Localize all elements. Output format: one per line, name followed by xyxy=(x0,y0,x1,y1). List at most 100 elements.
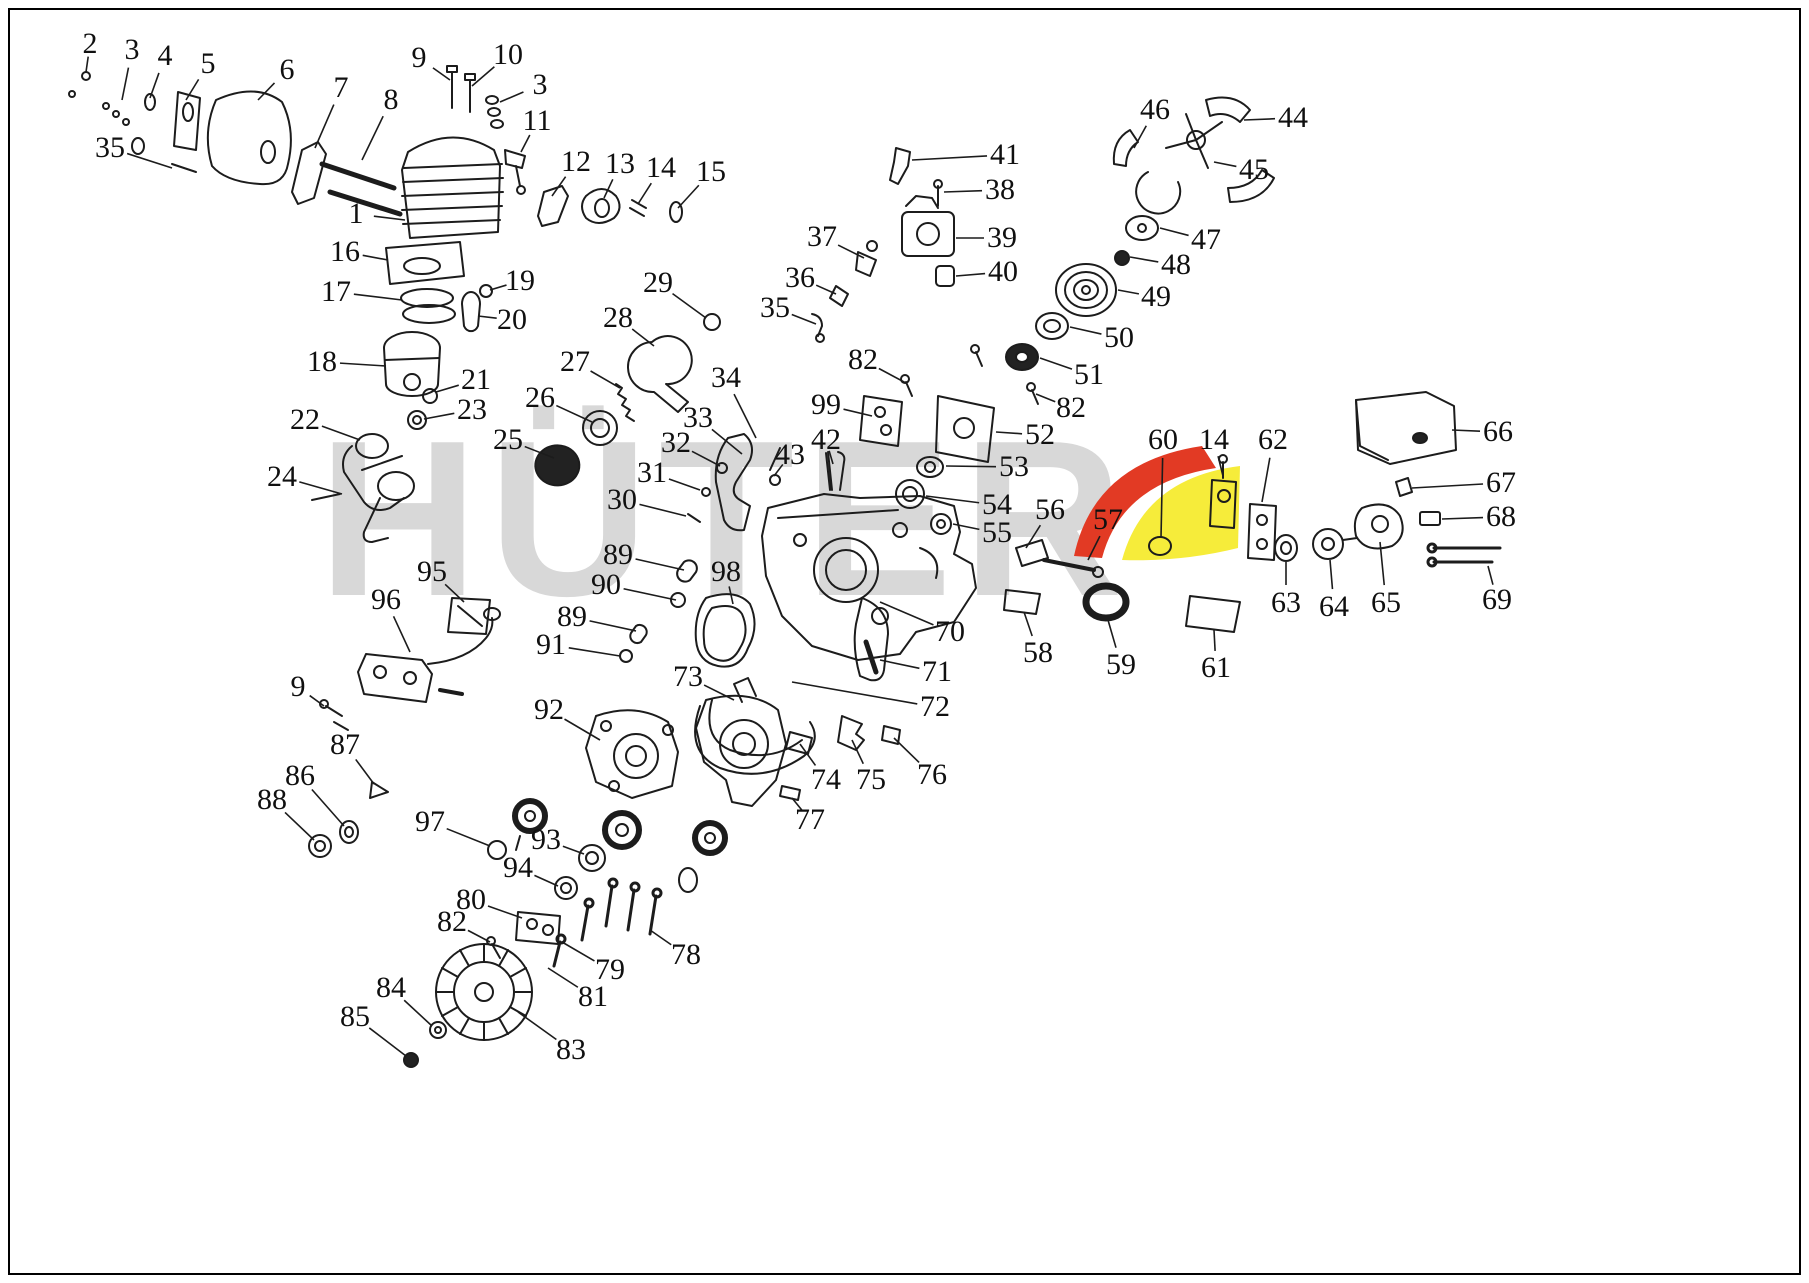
leader-line-7-5 xyxy=(314,104,335,149)
part-label-70-75: 70 xyxy=(935,615,965,648)
part-label-59-73: 59 xyxy=(1106,648,1136,681)
leader-line-14-63 xyxy=(1217,456,1224,477)
leader-line-15-16 xyxy=(677,184,700,209)
part-label-75-92: 75 xyxy=(856,763,886,796)
part-label-90-79: 90 xyxy=(591,568,621,601)
leader-line-35-11 xyxy=(126,152,173,169)
carburetor-assembly xyxy=(811,147,955,343)
part-label-44-54: 44 xyxy=(1278,101,1308,134)
bottom-fasteners xyxy=(486,877,663,968)
part-label-52-47: 52 xyxy=(1025,418,1055,451)
leader-line-48-57 xyxy=(1129,256,1159,263)
leader-line-78-100 xyxy=(649,929,672,946)
part-label-22-24: 22 xyxy=(290,403,320,436)
part-label-68-67: 68 xyxy=(1486,500,1516,533)
leader-line-44-54 xyxy=(1243,117,1276,121)
leader-line-93-96 xyxy=(562,845,585,855)
leader-line-40-44 xyxy=(955,272,986,277)
part-label-96-84: 96 xyxy=(371,583,401,616)
leader-line-85-104 xyxy=(368,1027,407,1057)
leader-line-26-27 xyxy=(556,404,593,423)
leader-line-94-97 xyxy=(534,874,559,887)
part-label-76-93: 76 xyxy=(917,758,947,791)
part-label-43-36: 43 xyxy=(775,438,805,471)
leader-line-88-89 xyxy=(284,811,315,841)
flywheel-group xyxy=(403,943,533,1068)
swoosh-yellow-shape xyxy=(1122,466,1240,561)
leader-line-3-9 xyxy=(499,91,524,103)
leader-line-9-7 xyxy=(432,67,451,81)
leader-line-56-51 xyxy=(1025,524,1042,549)
part-label-82-61: 82 xyxy=(1056,391,1086,424)
part-label-35-43: 35 xyxy=(760,291,790,324)
part-label-11-10: 11 xyxy=(522,104,552,137)
part-label-29-30: 29 xyxy=(643,266,673,299)
leader-line-43-36 xyxy=(773,463,784,477)
part-label-3-1: 3 xyxy=(124,33,140,66)
part-label-91-82: 91 xyxy=(536,628,566,661)
leader-line-14-15 xyxy=(637,182,652,205)
leader-line-27-28 xyxy=(590,370,621,389)
leader-line-77-94 xyxy=(791,797,803,811)
part-label-53-48: 53 xyxy=(999,450,1029,483)
leader-line-67-66 xyxy=(1411,483,1484,489)
part-label-73-86: 73 xyxy=(673,660,703,693)
leader-line-25-26 xyxy=(524,445,555,459)
leader-line-74-91 xyxy=(799,743,817,766)
part-label-21-22: 21 xyxy=(461,363,491,396)
part-label-83-105: 83 xyxy=(556,1033,586,1066)
leader-line-17-18 xyxy=(353,293,403,301)
leader-line-86-88 xyxy=(311,788,345,827)
leader-line-97-95 xyxy=(446,827,491,847)
bar-plates xyxy=(859,374,995,535)
leader-line-32-33 xyxy=(691,450,721,467)
part-label-31-34: 31 xyxy=(637,456,667,489)
leader-line-51-60 xyxy=(1039,357,1073,370)
part-label-77-94: 77 xyxy=(795,803,825,836)
part-label-47-56: 47 xyxy=(1191,223,1221,256)
leader-line-65-71 xyxy=(1379,541,1386,586)
leader-line-89-81 xyxy=(589,620,637,632)
part-label-97-95: 97 xyxy=(415,805,445,838)
leader-line-42-37 xyxy=(828,450,834,465)
part-label-35-11: 35 xyxy=(95,131,125,164)
leader-line-57-52 xyxy=(1087,535,1101,561)
part-label-65-71: 65 xyxy=(1371,586,1401,619)
part-label-38-39: 38 xyxy=(985,173,1015,206)
part-label-12-13: 12 xyxy=(561,145,591,178)
leader-line-83-105 xyxy=(517,1011,557,1041)
leader-line-24-25 xyxy=(299,481,343,495)
part-label-14-15: 14 xyxy=(646,151,676,184)
leader-line-30-35 xyxy=(639,503,687,517)
leader-line-60-62 xyxy=(1160,457,1164,539)
part-label-62-64: 62 xyxy=(1258,423,1288,456)
leader-line-92-90 xyxy=(564,718,601,741)
part-label-20-20: 20 xyxy=(497,303,527,336)
leader-line-8-6 xyxy=(361,115,384,161)
leader-line-23-23 xyxy=(423,412,455,420)
part-label-71-76: 71 xyxy=(922,655,952,688)
buffer-group xyxy=(619,559,756,668)
leader-line-10-8 xyxy=(471,66,495,87)
part-label-5-3: 5 xyxy=(200,47,216,80)
part-label-14-63: 14 xyxy=(1199,423,1229,456)
leader-line-98-80 xyxy=(728,586,734,605)
leader-line-62-64 xyxy=(1261,457,1271,503)
part-label-93-96: 93 xyxy=(531,823,561,856)
part-label-3-9: 3 xyxy=(532,68,548,101)
part-label-6-4: 6 xyxy=(279,53,295,86)
leader-line-72-77 xyxy=(791,681,918,705)
part-label-13-14: 13 xyxy=(605,147,635,180)
leader-line-82-99 xyxy=(467,929,491,943)
starter-assembly xyxy=(970,96,1275,405)
leader-line-64-70 xyxy=(1329,559,1334,590)
leader-line-21-22 xyxy=(435,384,459,393)
leader-line-34-31 xyxy=(733,393,757,439)
part-label-24-25: 24 xyxy=(267,460,297,493)
part-label-85-104: 85 xyxy=(340,1000,370,1033)
part-label-82-45: 82 xyxy=(848,343,878,376)
part-label-56-51: 56 xyxy=(1035,493,1065,526)
part-label-9-7: 9 xyxy=(411,41,427,74)
